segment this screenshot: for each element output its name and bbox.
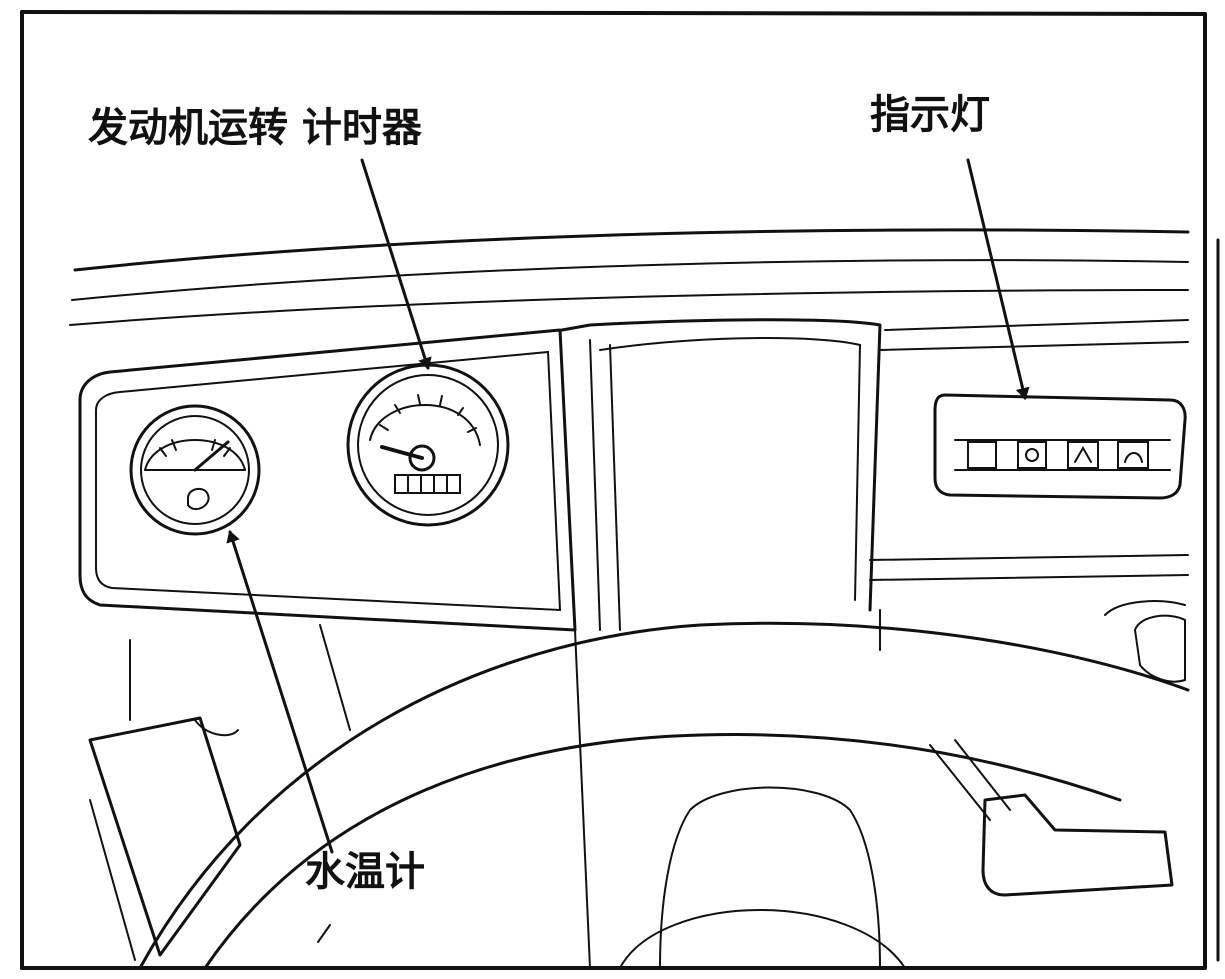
steering-wheel: [138, 621, 1190, 970]
center-console: [560, 318, 882, 631]
arrow-to-hour-meter: [360, 158, 432, 370]
hour-meter-gauge-drawing: [346, 363, 510, 527]
arrow-to-indicator-lights: [966, 158, 1030, 400]
right-panel: [869, 319, 1189, 581]
hour-meter-label: 发动机运转 计时器: [88, 105, 422, 151]
dashboard-top-contour: [69, 228, 1220, 962]
indicator-lights-label: 指示灯: [870, 92, 990, 138]
water-temp-gauge-drawing: [129, 404, 261, 536]
callout-arrows: [226, 158, 1030, 854]
left-instrument-panel: [78, 328, 577, 632]
lower-dash-lines: [129, 609, 881, 969]
control-levers: [88, 600, 1186, 961]
figure-frame: [20, 10, 1207, 970]
arrow-to-water-temp-gauge: [226, 530, 334, 854]
water-temp-gauge-label: 水温计: [305, 849, 425, 895]
indicator-light-cluster-drawing: [933, 393, 1187, 500]
